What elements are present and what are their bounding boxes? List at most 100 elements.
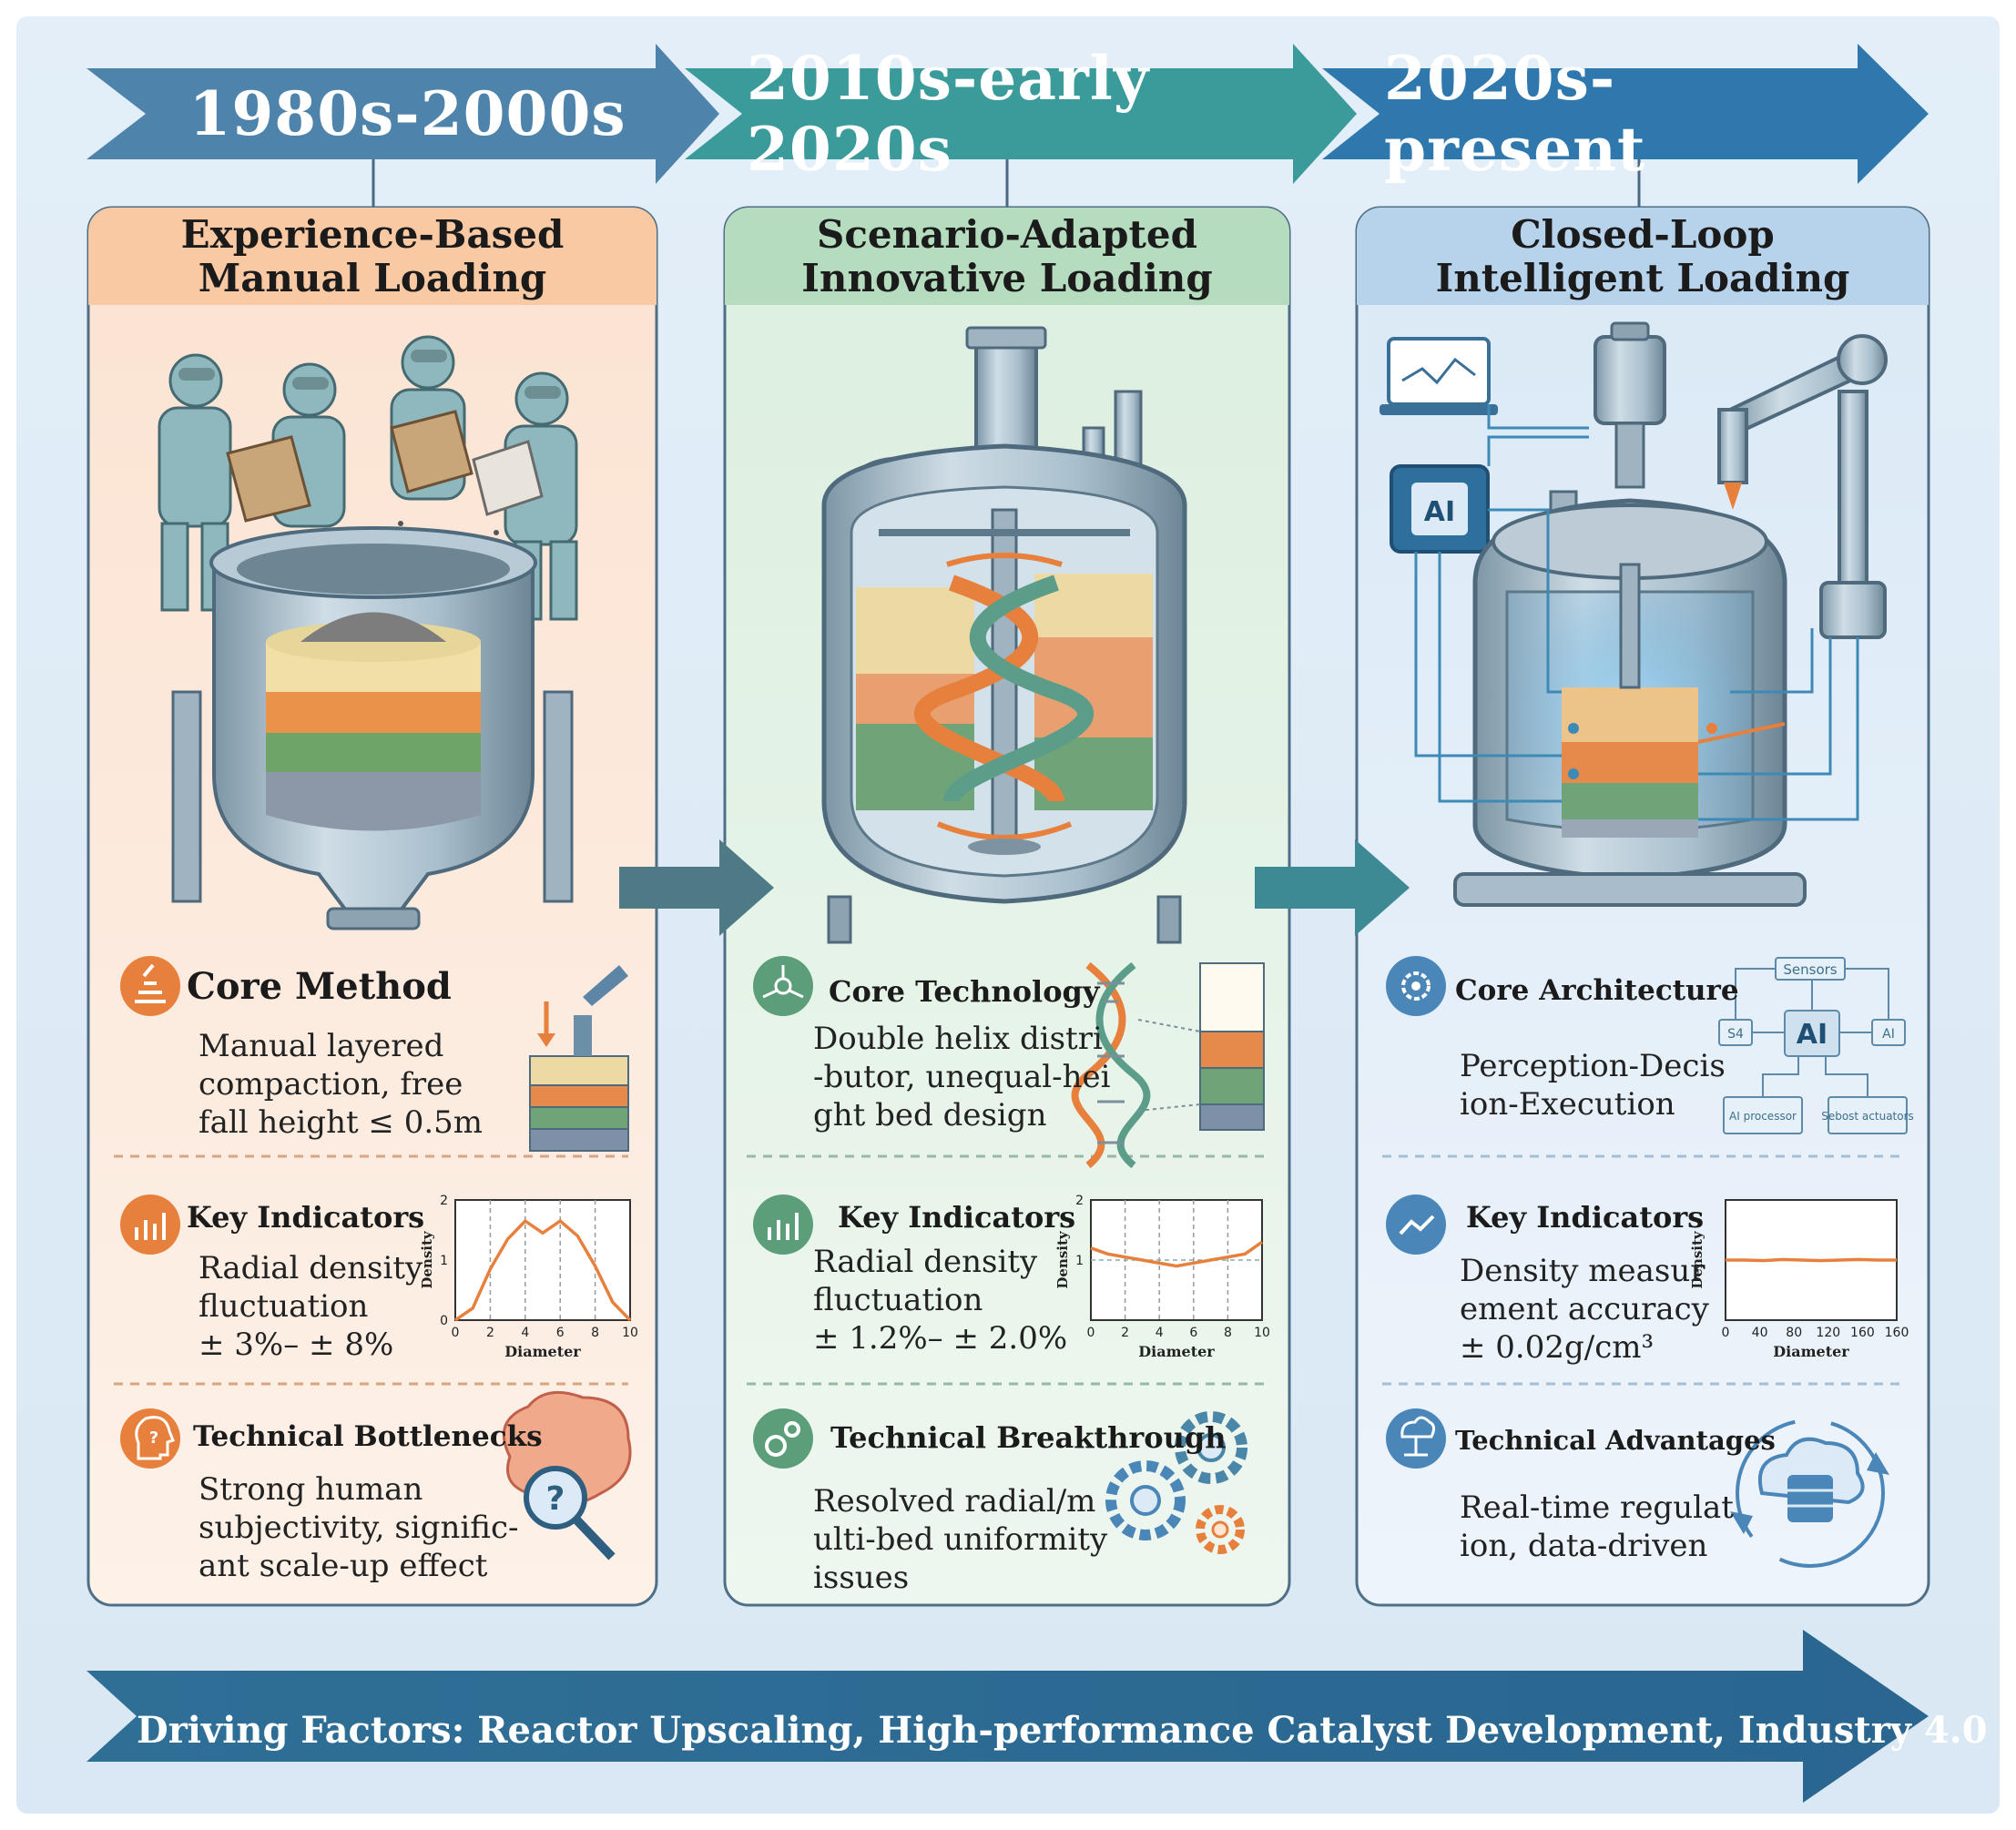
x-tick-label: 0 — [452, 1326, 460, 1340]
era1-core-method-title: Core Method — [187, 965, 452, 1008]
transition-arrow-1 — [619, 839, 774, 936]
svg-text:?: ? — [149, 1428, 158, 1448]
arch-left-label: S4 — [1727, 1027, 1744, 1042]
driving-factors-arrow — [87, 1630, 1929, 1803]
era1-separators — [114, 1154, 628, 1386]
era2-breakthrough-text: Resolved radial/m ulti-bed uniformity is… — [813, 1483, 1108, 1596]
network-atom-icon — [753, 956, 813, 1016]
x-tick-label: 6 — [1189, 1326, 1197, 1340]
intelligent-reactor-illustration: AI — [1380, 321, 1888, 907]
arch-right-label: AI — [1882, 1027, 1895, 1042]
transition-arrow-2 — [1255, 839, 1410, 936]
era3-title-line1: Closed-Loop — [1511, 212, 1775, 257]
era2-header-band — [725, 208, 1289, 305]
layered-bed-illustration — [529, 965, 629, 1152]
helix-reactor-illustration — [821, 326, 1187, 944]
era1-bottlenecks-title: Technical Bottlenecks — [193, 1420, 543, 1453]
era1-label: 1980s-2000s — [188, 78, 626, 149]
era2-title-line2: Innovative Loading — [801, 256, 1213, 300]
x-tick-label: 40 — [1752, 1326, 1768, 1340]
x-tick-label: 2 — [486, 1326, 494, 1340]
era3-key-indicators-text: Density measur ement accuracy ± 0.02g/cm… — [1460, 1253, 1709, 1366]
era1-arrow — [87, 44, 719, 184]
era2-core-technology-title: Core Technology — [829, 974, 1100, 1009]
brain-question-illustration: ? — [502, 1390, 632, 1561]
manual-loading-illustration — [158, 335, 578, 930]
x-axis-title: Diameter — [504, 1343, 581, 1360]
x-tick-label: 8 — [1224, 1326, 1232, 1340]
double-helix-illustration — [1071, 961, 1265, 1169]
era2-core-technology-text: Double helix distri -butor, unequal-hei … — [813, 1021, 1111, 1134]
y-tick-label: 0 — [440, 1314, 448, 1328]
arch-top-label: Sensors — [1783, 961, 1837, 978]
era3-title-line2: Intelligent Loading — [1435, 256, 1850, 300]
series-line — [454, 1218, 632, 1322]
era2-separators — [747, 1154, 1266, 1386]
era3-label: 2020s-present — [1384, 43, 1646, 185]
x-tick-label: 4 — [1156, 1326, 1164, 1340]
era3-key-indicators-title: Key Indicators — [1466, 1200, 1705, 1235]
y-tick-label: 2 — [1075, 1194, 1084, 1208]
era2-arrow — [685, 44, 1357, 184]
era1-key-indicators-title: Key Indicators — [187, 1200, 425, 1235]
x-tick-label: 0 — [1087, 1326, 1095, 1340]
layered-loading-icon — [120, 956, 180, 1016]
y-tick-label: 2 — [440, 1194, 448, 1208]
era2-key-indicators-text: Radial density fluctuation ± 1.2%– ± 2.0… — [813, 1244, 1068, 1357]
svg-text:?: ? — [546, 1480, 565, 1518]
era3-advantages-text: Real-time regulat ion, data-driven — [1460, 1489, 1734, 1564]
x-tick-label: 80 — [1786, 1326, 1802, 1340]
era3-core-architecture-title: Core Architecture — [1455, 974, 1739, 1007]
y-axis-title: Density — [419, 1230, 435, 1289]
era1-header-band — [88, 208, 657, 305]
x-axis-title: Diameter — [1138, 1343, 1215, 1360]
x-tick-label: 4 — [521, 1326, 529, 1340]
era1-title: Experience-Based Manual Loading — [88, 213, 657, 300]
bar-chart-icon — [753, 1195, 813, 1255]
y-tick-label: 1 — [1075, 1254, 1084, 1268]
driving-factors-text: Driving Factors: Reactor Upscaling, High… — [137, 1708, 1988, 1752]
x-tick-label: 6 — [556, 1326, 565, 1340]
era3-header-band — [1357, 208, 1929, 305]
chart-frame — [454, 1199, 631, 1321]
y-axis-title: Density — [1689, 1230, 1705, 1289]
bar-chart-icon — [120, 1195, 180, 1255]
series-line — [1090, 1240, 1264, 1268]
x-tick-label: 8 — [591, 1326, 599, 1340]
era3-title: Closed-Loop Intelligent Loading — [1357, 213, 1929, 300]
timeline-arrows — [87, 44, 1929, 208]
era3-core-architecture-text: Perception-Decis ion-Execution — [1460, 1048, 1726, 1123]
x-tick-label: 160 — [1850, 1326, 1875, 1340]
x-tick-label: 0 — [1722, 1326, 1730, 1340]
x-tick-label: 120 — [1816, 1326, 1840, 1340]
era2-title-line1: Scenario-Adapted — [817, 212, 1197, 257]
y-axis-title: Density — [1054, 1230, 1071, 1289]
robot-arm — [1717, 334, 1888, 639]
era1-title-line1: Experience-Based — [180, 212, 565, 257]
architecture-diagram: Sensors AI S4 AI AI processor Sebost act… — [1718, 957, 1914, 1134]
era1-bottlenecks-text: Strong human subjectivity, signific- ant… — [199, 1471, 519, 1584]
section-icons: ? — [120, 956, 1446, 1469]
era2-title: Scenario-Adapted Innovative Loading — [725, 213, 1289, 300]
era3-advantages-title: Technical Advantages — [1455, 1425, 1776, 1456]
era1-core-method-text: Manual layered compaction, free fall hei… — [199, 1028, 484, 1141]
x-tick-label: 10 — [622, 1326, 638, 1340]
era3-arrow — [1322, 44, 1929, 184]
era1-title-line2: Manual Loading — [198, 256, 547, 300]
x-tick-label: 2 — [1121, 1326, 1129, 1340]
era2-breakthrough-title: Technical Breakthrough — [830, 1420, 1227, 1455]
era1-key-indicators-text: Radial density fluctuation ± 3%– ± 8% — [199, 1250, 423, 1363]
arch-bottom-right-label: Sebost actuators — [1821, 1110, 1914, 1123]
x-tick-label: 160 — [1885, 1326, 1909, 1340]
arch-bottom-left-label: AI processor — [1729, 1110, 1797, 1123]
era2-label: 2010s-early 2020s — [747, 43, 1150, 185]
ai-chip-label: AI — [1424, 496, 1455, 528]
x-tick-label: 10 — [1254, 1326, 1270, 1340]
series-line — [1726, 1257, 1897, 1263]
x-axis-title: Diameter — [1773, 1343, 1849, 1360]
era3-separators — [1382, 1154, 1903, 1386]
